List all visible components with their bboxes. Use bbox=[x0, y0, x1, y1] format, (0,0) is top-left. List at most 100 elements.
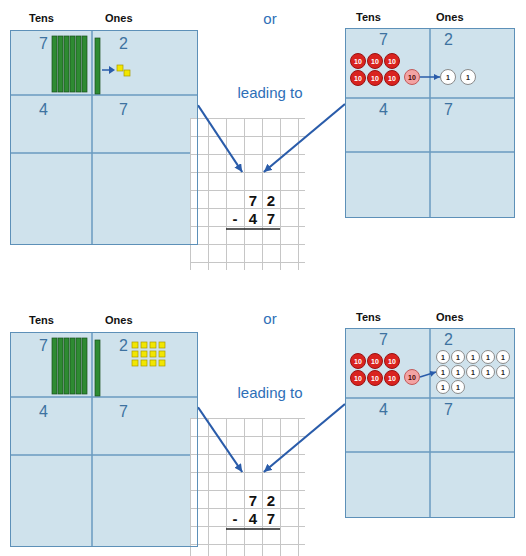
place-value-chart: TensOnes7247 bbox=[10, 332, 198, 547]
tens-counter: 10 bbox=[350, 370, 366, 386]
digit: 7 bbox=[264, 210, 278, 224]
counter-value: 10 bbox=[388, 375, 396, 382]
tens-counter: 10 bbox=[367, 53, 383, 69]
digit: - bbox=[228, 510, 242, 524]
digit: 7 bbox=[39, 35, 48, 53]
counter-value: 10 bbox=[408, 374, 416, 381]
ones-counter: 1 bbox=[451, 380, 465, 394]
digit: 7 bbox=[246, 192, 260, 206]
counter-value: 1 bbox=[441, 369, 445, 376]
digit: 2 bbox=[264, 492, 278, 506]
tens-counter: 10 bbox=[350, 353, 366, 369]
digit: 4 bbox=[246, 510, 260, 524]
counter-value: 1 bbox=[486, 369, 490, 376]
ones-counter: 1 bbox=[451, 350, 465, 364]
counter-value: 10 bbox=[354, 375, 362, 382]
counter-value: 10 bbox=[388, 58, 396, 65]
counter-value: 10 bbox=[354, 358, 362, 365]
trade-arrow-head bbox=[109, 66, 115, 74]
digit: 7 bbox=[119, 403, 128, 421]
digit: 7 bbox=[264, 510, 278, 524]
place-value-chart: TensOnes724710101010101010111111111111 bbox=[345, 328, 515, 518]
counter-value: 10 bbox=[354, 58, 362, 65]
column-heading: Tens bbox=[29, 314, 54, 326]
counter-value: 10 bbox=[371, 358, 379, 365]
grid-paper bbox=[190, 118, 305, 270]
base-ten-rods bbox=[52, 338, 100, 396]
lower-left-illustration bbox=[10, 332, 198, 547]
counter-value: 10 bbox=[388, 358, 396, 365]
column-heading: Tens bbox=[29, 12, 54, 24]
trade-arrow bbox=[420, 76, 440, 78]
tens-counter: 10 bbox=[384, 353, 400, 369]
counter-value: 10 bbox=[371, 375, 379, 382]
digit: 4 bbox=[39, 403, 48, 421]
ones-counter: 1 bbox=[451, 365, 465, 379]
place-value-chart-fill bbox=[345, 28, 515, 218]
column-heading: Tens bbox=[356, 11, 381, 23]
counter-value: 1 bbox=[456, 384, 460, 391]
place-value-chart-fill bbox=[345, 328, 515, 518]
leads-to-arrow bbox=[264, 404, 345, 472]
counter-value: 10 bbox=[354, 75, 362, 82]
place-value-chart-fill bbox=[10, 30, 198, 245]
ones-counter: 1 bbox=[481, 365, 495, 379]
counter-value: 1 bbox=[471, 369, 475, 376]
counter-value: 1 bbox=[456, 369, 460, 376]
counter-value: 10 bbox=[388, 75, 396, 82]
ones-counter: 1 bbox=[460, 69, 476, 85]
ones-counter: 1 bbox=[481, 350, 495, 364]
step-label: leading to bbox=[220, 384, 320, 401]
digit: 2 bbox=[119, 35, 128, 53]
digit: 7 bbox=[39, 337, 48, 355]
ones-counter: 1 bbox=[436, 380, 450, 394]
ones-counter: 1 bbox=[436, 350, 450, 364]
tens-counter: 10 bbox=[384, 53, 400, 69]
column-heading: Ones bbox=[105, 314, 133, 326]
ones-counter: 1 bbox=[436, 365, 450, 379]
lower-right-illustration bbox=[190, 328, 515, 556]
tens-counter: 10 bbox=[384, 70, 400, 86]
trade-arrow bbox=[102, 69, 110, 71]
digit: 7 bbox=[119, 101, 128, 119]
counter-value: 1 bbox=[466, 74, 470, 81]
ones-counter: 1 bbox=[496, 365, 510, 379]
digit: 7 bbox=[246, 492, 260, 506]
step-label: leading to bbox=[220, 84, 320, 101]
column-heading: Ones bbox=[436, 311, 464, 323]
counter-value: 10 bbox=[371, 75, 379, 82]
place-value-chart: TensOnes72471010101010101011 bbox=[345, 28, 515, 218]
digit: 4 bbox=[246, 210, 260, 224]
digit: 2 bbox=[119, 337, 128, 355]
digit: 4 bbox=[379, 101, 388, 119]
counter-value: 10 bbox=[408, 74, 416, 81]
place-value-chart: TensOnes7247 bbox=[10, 30, 198, 245]
counter-value: 1 bbox=[456, 354, 460, 361]
tens-counter: 10 bbox=[367, 353, 383, 369]
tens-counter: 10 bbox=[367, 70, 383, 86]
counter-value: 1 bbox=[441, 384, 445, 391]
digit: 7 bbox=[379, 31, 388, 49]
leads-to-arrow bbox=[198, 105, 242, 172]
counter-value: 1 bbox=[446, 74, 450, 81]
tens-counter: 10 bbox=[404, 369, 420, 385]
unit-cubes bbox=[132, 342, 165, 366]
digit: - bbox=[228, 210, 242, 224]
digit: 2 bbox=[444, 31, 453, 49]
base-ten-rods bbox=[52, 36, 100, 94]
counter-value: 1 bbox=[501, 369, 505, 376]
unit-cubes bbox=[117, 65, 130, 76]
tens-counter: 10 bbox=[384, 370, 400, 386]
step-label: or bbox=[220, 310, 320, 327]
column-heading: Ones bbox=[436, 11, 464, 23]
counter-value: 1 bbox=[441, 354, 445, 361]
ones-counter: 1 bbox=[466, 350, 480, 364]
column-heading: Ones bbox=[105, 12, 133, 24]
counter-value: 1 bbox=[501, 354, 505, 361]
grid-paper bbox=[190, 418, 305, 556]
place-value-chart-fill bbox=[10, 332, 198, 547]
counter-value: 1 bbox=[471, 354, 475, 361]
digit: 2 bbox=[264, 192, 278, 206]
counter-value: 10 bbox=[371, 58, 379, 65]
